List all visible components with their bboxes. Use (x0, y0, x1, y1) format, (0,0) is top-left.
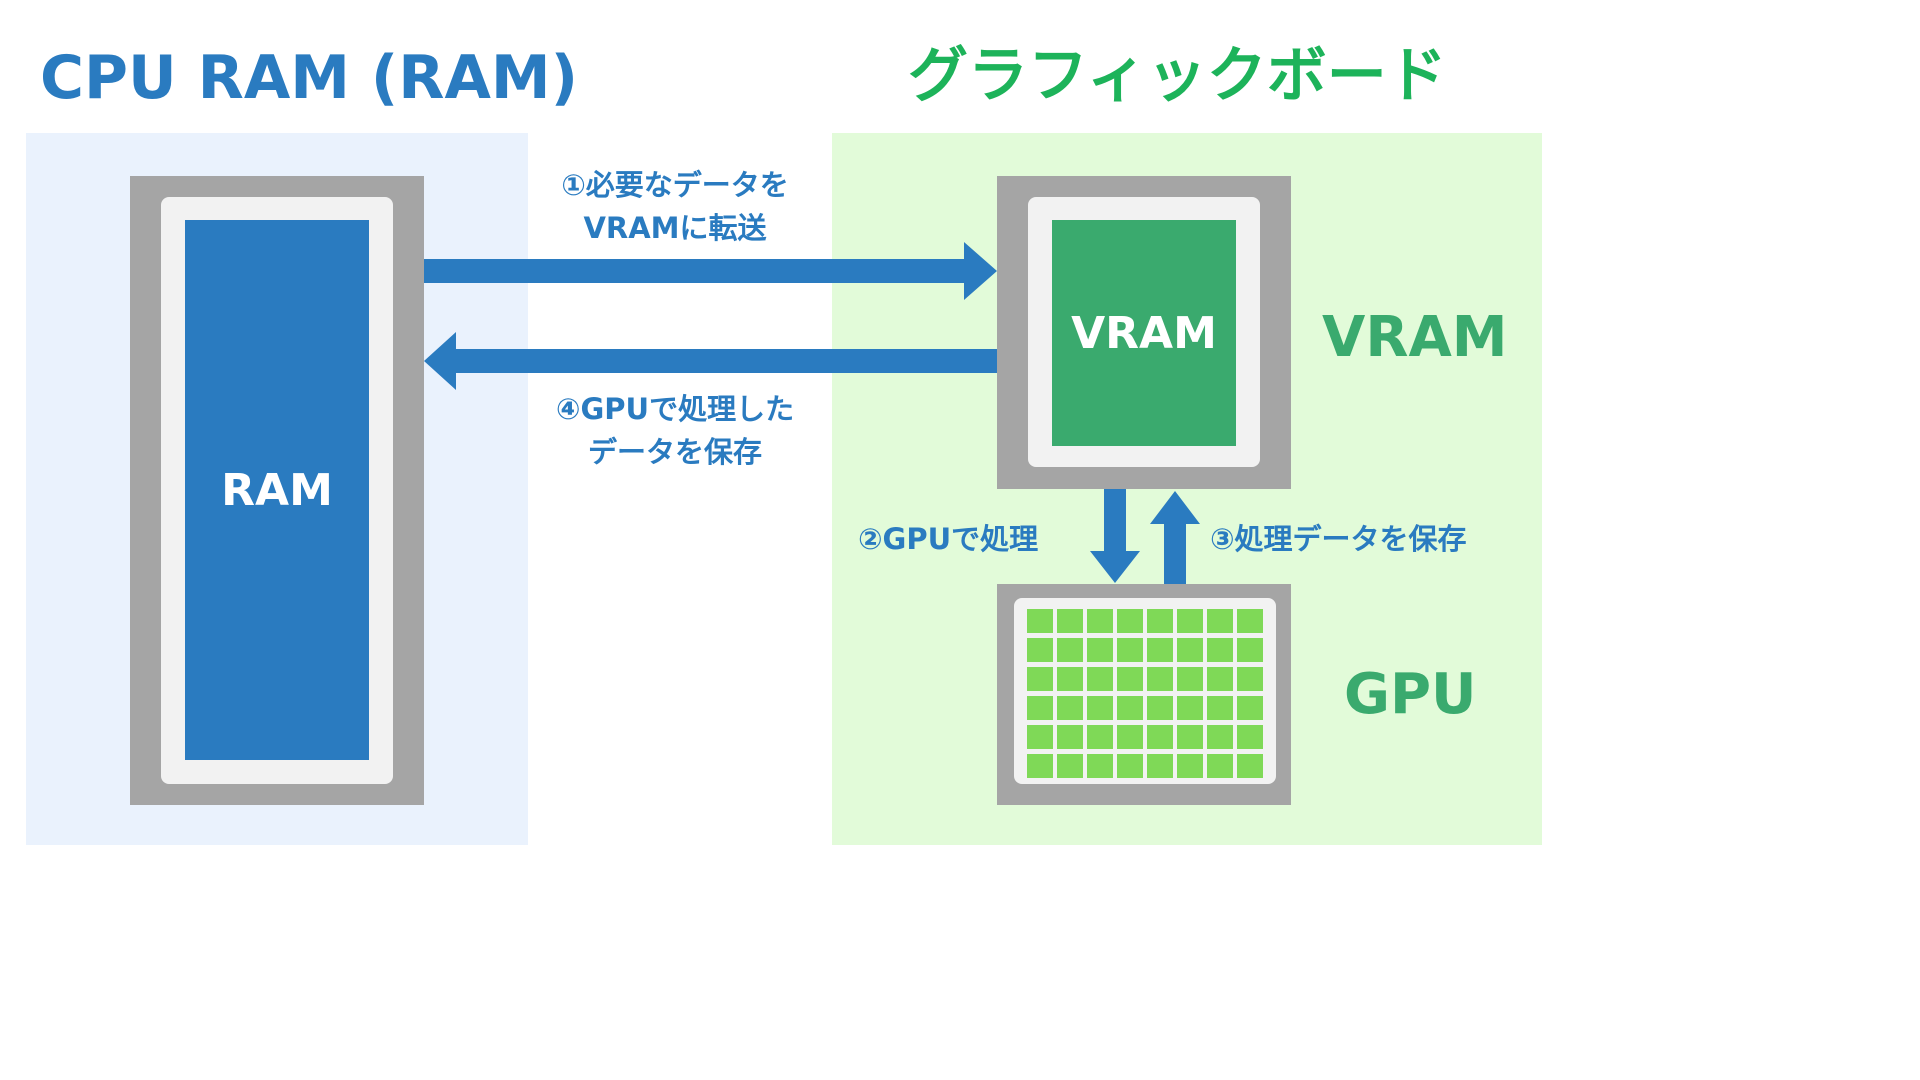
vram-label: VRAM (1071, 307, 1217, 359)
gpu-core-cell (1177, 609, 1203, 633)
gpu-core-cell (1147, 667, 1173, 691)
gpu-core-cell (1147, 725, 1173, 749)
gpu-core-cell (1147, 638, 1173, 662)
gpu-core-cell (1147, 754, 1173, 778)
arrow-ram-to-vram (424, 242, 997, 300)
gpu-core-cell (1237, 696, 1263, 720)
gpu-core-cell (1177, 725, 1203, 749)
gpu-core-cell (1057, 696, 1083, 720)
step2-caption: ②GPUで処理 (858, 522, 1039, 556)
gpu-core-cell (1057, 725, 1083, 749)
gpu-core-cell (1087, 609, 1113, 633)
gpu-core-cell (1087, 638, 1113, 662)
step4-line2: データを保存 (587, 435, 762, 469)
arrow-vram-to-gpu (1090, 489, 1140, 583)
ram-chip: RAM (185, 220, 369, 760)
step1-line1: ①必要なデータを (561, 168, 789, 202)
arrows-layer (424, 242, 1200, 584)
gpu-core-cell (1087, 725, 1113, 749)
gpu-core-cell (1057, 609, 1083, 633)
gpu-core-cell (1177, 754, 1203, 778)
gpu-core-cell (1057, 638, 1083, 662)
gpu-core-cell (1057, 667, 1083, 691)
step4-caption: ④GPUで処理した データを保存 (530, 388, 820, 474)
step1-caption: ①必要なデータを VRAMに転送 (530, 164, 820, 250)
gpu-core-cell (1057, 754, 1083, 778)
gpu-core-cell (1027, 725, 1053, 749)
gpu-core-cell (1237, 609, 1263, 633)
cpu-ram-title: CPU RAM (RAM) (40, 43, 579, 113)
gpu-core-cell (1117, 667, 1143, 691)
graphics-board-title: グラフィックボード (908, 41, 1447, 111)
gpu-core-cell (1117, 638, 1143, 662)
gpu-core-cell (1177, 667, 1203, 691)
gpu-core-cell (1207, 667, 1233, 691)
gpu-core-cell (1117, 725, 1143, 749)
gpu-core-cell (1027, 609, 1053, 633)
arrow-gpu-to-vram (1150, 491, 1200, 584)
gpu-core-cell (1087, 696, 1113, 720)
gpu-core-cell (1237, 667, 1263, 691)
step3-caption: ③処理データを保存 (1210, 522, 1467, 556)
gpu-core-grid (1027, 609, 1263, 778)
gpu-core-cell (1027, 638, 1053, 662)
gpu-core-cell (1207, 609, 1233, 633)
gpu-core-cell (1027, 754, 1053, 778)
gpu-core-cell (1237, 725, 1263, 749)
ram-label: RAM (221, 464, 333, 516)
gpu-core-cell (1237, 638, 1263, 662)
gpu-side-label: GPU (1344, 662, 1477, 727)
gpu-core-cell (1117, 696, 1143, 720)
gpu-core-cell (1147, 609, 1173, 633)
gpu-core-cell (1237, 754, 1263, 778)
vram-side-label: VRAM (1322, 305, 1508, 370)
gpu-core-cell (1207, 754, 1233, 778)
step4-line1: ④GPUで処理した (555, 392, 795, 426)
gpu-core-cell (1027, 696, 1053, 720)
gpu-core-cell (1117, 609, 1143, 633)
arrow-vram-to-ram (424, 332, 997, 390)
gpu-core-cell (1087, 754, 1113, 778)
gpu-core-cell (1147, 696, 1173, 720)
gpu-core-cell (1177, 638, 1203, 662)
gpu-core-cell (1177, 696, 1203, 720)
gpu-core-cell (1207, 638, 1233, 662)
vram-chip: VRAM (1052, 220, 1236, 446)
gpu-core-cell (1087, 667, 1113, 691)
gpu-core-cell (1207, 725, 1233, 749)
gpu-core-cell (1207, 696, 1233, 720)
step1-line2: VRAMに転送 (583, 211, 767, 245)
gpu-core-cell (1027, 667, 1053, 691)
gpu-core-cell (1117, 754, 1143, 778)
